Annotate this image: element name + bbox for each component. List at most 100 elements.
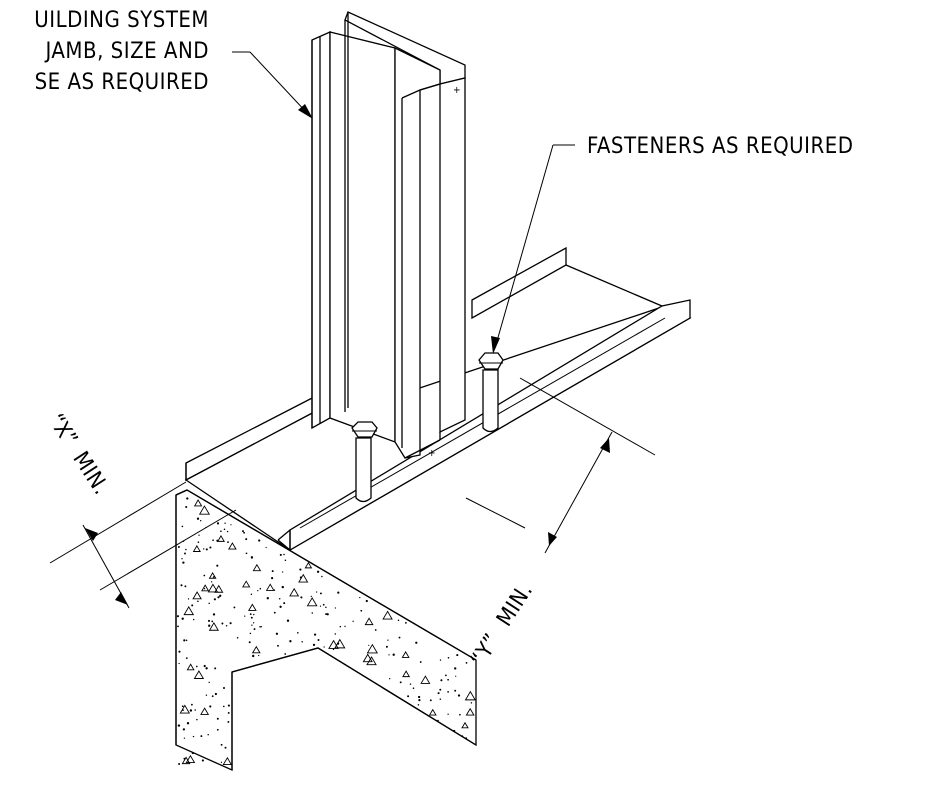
concrete-speck xyxy=(440,679,443,682)
concrete-speck xyxy=(193,618,195,621)
concrete-speck xyxy=(259,626,261,628)
concrete-speck xyxy=(332,648,335,651)
concrete-speck xyxy=(418,699,421,702)
concrete-speck xyxy=(226,530,229,533)
concrete-speck xyxy=(317,638,320,642)
concrete-speck xyxy=(409,683,412,685)
concrete-speck xyxy=(205,548,208,551)
concrete-speck xyxy=(429,699,432,702)
concrete-speck xyxy=(230,524,232,526)
concrete-speck xyxy=(311,612,314,614)
jamb-post: + + xyxy=(311,11,466,459)
concrete-speck xyxy=(220,743,223,746)
concrete-speck xyxy=(216,728,219,731)
concrete-aggregate xyxy=(265,583,275,591)
concrete-speck xyxy=(283,602,286,605)
concrete-aggregate xyxy=(304,561,313,569)
concrete-aggregate xyxy=(216,535,225,542)
concrete-speck xyxy=(281,585,284,589)
concrete-speck xyxy=(186,722,190,725)
concrete-speck xyxy=(259,587,262,590)
concrete-speck xyxy=(365,599,368,603)
concrete-speck xyxy=(252,622,255,624)
concrete-speck xyxy=(279,553,282,556)
concrete-aggregate xyxy=(289,587,300,597)
anchor-bolt-right xyxy=(478,352,504,433)
concrete-speck xyxy=(211,695,214,698)
concrete-speck xyxy=(297,632,299,634)
concrete-speck xyxy=(447,656,450,659)
concrete-speck xyxy=(319,592,322,595)
concrete-speck xyxy=(437,692,440,695)
concrete-speck xyxy=(185,657,188,659)
concrete-speck xyxy=(301,640,303,643)
concrete-speck xyxy=(397,619,400,621)
concrete-aggregate xyxy=(198,505,211,515)
concrete-aggregate xyxy=(461,721,469,729)
concrete-speck xyxy=(258,654,260,657)
concrete-speck xyxy=(453,729,456,732)
concrete-speck xyxy=(223,528,226,531)
concrete-speck xyxy=(447,678,449,681)
concrete-speck xyxy=(191,751,195,755)
concrete-speck xyxy=(196,517,200,520)
concrete-speck xyxy=(323,646,325,648)
concrete-speck xyxy=(283,553,285,556)
concrete-speck xyxy=(445,674,447,677)
concrete-speck xyxy=(300,596,303,599)
concrete-speck xyxy=(439,688,442,691)
concrete-speck xyxy=(194,709,196,711)
callout-system-line-2: JAMB, SIZE AND xyxy=(43,39,209,64)
concrete-speck xyxy=(209,705,212,708)
concrete-speck xyxy=(359,596,361,599)
concrete-speck xyxy=(189,709,193,712)
concrete-aggregate xyxy=(251,645,261,654)
concrete-speck xyxy=(389,678,391,680)
concrete-speck xyxy=(454,667,457,670)
concrete-speck xyxy=(392,653,395,656)
concrete-speck xyxy=(322,603,325,606)
concrete-aggregate xyxy=(306,597,318,607)
concrete-speck xyxy=(216,522,220,525)
concrete-aggregate xyxy=(214,584,224,593)
concrete-speck xyxy=(181,558,183,560)
concrete-speck xyxy=(203,588,206,590)
concrete-speck xyxy=(457,694,461,697)
concrete-speck xyxy=(208,624,211,627)
concrete-speck xyxy=(181,617,184,620)
concrete-speck xyxy=(220,761,223,763)
concrete-speck xyxy=(225,624,228,627)
concrete-speck xyxy=(352,620,354,622)
concrete-speck xyxy=(185,505,188,509)
concrete-speck xyxy=(242,530,244,533)
concrete-speck xyxy=(181,525,184,528)
concrete-speck xyxy=(286,619,290,622)
concrete-aggregate xyxy=(179,704,191,714)
concrete-speck xyxy=(213,598,216,601)
concrete-speck xyxy=(415,641,418,644)
concrete-speck xyxy=(454,689,457,692)
concrete-speck xyxy=(310,595,312,598)
concrete-speck xyxy=(279,605,282,608)
concrete-speck xyxy=(417,704,420,706)
concrete-speck xyxy=(321,575,323,578)
concrete-speck xyxy=(208,681,210,684)
concrete-speck xyxy=(325,606,327,609)
bottom-track xyxy=(184,246,692,552)
concrete-speck xyxy=(344,625,346,628)
concrete-speck xyxy=(417,695,421,699)
concrete-speck xyxy=(456,654,459,657)
concrete-speck xyxy=(257,589,259,592)
concrete-speck xyxy=(245,538,248,541)
concrete-speck xyxy=(199,519,202,522)
concrete-speck xyxy=(319,605,322,607)
concrete-speck xyxy=(404,621,407,624)
concrete-speck xyxy=(233,606,236,609)
concrete-speck xyxy=(250,616,253,619)
concrete-speck xyxy=(236,637,239,639)
concrete-speck xyxy=(271,577,274,580)
concrete-speck xyxy=(284,653,287,655)
concrete-aggregate-hatch xyxy=(176,497,476,766)
concrete-speck xyxy=(222,686,226,690)
